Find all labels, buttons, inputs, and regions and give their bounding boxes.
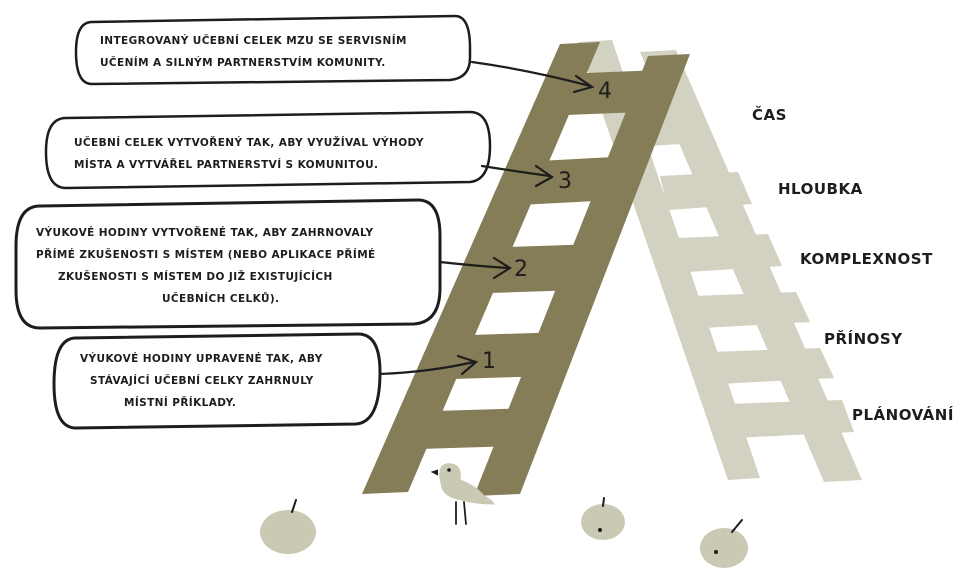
dimension-label-cas: ČAS	[752, 105, 787, 124]
bubble-level-2-line-1: VÝUKOVÉ HODINY VYTVOŘENÉ TAK, ABY ZAHRNO…	[36, 226, 373, 239]
apple-icon	[700, 520, 748, 568]
bubble-level-2-line-2: PŘÍMÉ ZKUŠENOSTI S MÍSTEM (NEBO APLIKACE…	[36, 248, 376, 261]
bubble-level-2-line-4: UČEBNÍCH CELKŮ).	[162, 292, 280, 305]
bubble-level-2-line-3: ZKUŠENOSTI S MÍSTEM DO JIŽ EXISTUJÍCÍCH	[58, 270, 333, 283]
bubble-level-3-line-1: UČEBNÍ CELEK VYTVOŘENÝ TAK, ABY VYUŽÍVAL…	[74, 136, 424, 149]
bubble-level-3: UČEBNÍ CELEK VYTVOŘENÝ TAK, ABY VYUŽÍVAL…	[46, 112, 490, 188]
bubble-level-1: VÝUKOVÉ HODINY UPRAVENÉ TAK, ABY STÁVAJÍ…	[54, 334, 380, 428]
bubble-outline	[76, 16, 470, 84]
apple-icon	[581, 498, 625, 540]
back-ladder-rung	[678, 234, 782, 272]
bubble-outline	[46, 112, 490, 188]
front-ladder-rung-2	[460, 244, 598, 294]
back-ladder-rung	[726, 400, 854, 438]
rung-number-3: 3	[558, 169, 572, 194]
rung-number-4: 4	[598, 79, 612, 104]
bubble-level-4-line-1: INTEGROVANÝ UČEBNÍ CELEK MZU SE SERVISNÍ…	[100, 34, 407, 47]
dimension-label-planovani: PLÁNOVÁNÍ	[852, 405, 954, 424]
bubble-level-4-line-2: UČENÍM A SILNÝM PARTNERSTVÍM KOMUNITY.	[100, 56, 386, 69]
dimension-label-prinosy: PŘÍNOSY	[824, 329, 903, 348]
apple-icon	[260, 500, 316, 554]
bubble-level-1-line-3: MÍSTNÍ PŘÍKLADY.	[124, 396, 236, 409]
bubble-level-1-line-1: VÝUKOVÉ HODINY UPRAVENÉ TAK, ABY	[80, 352, 323, 365]
bubble-level-3-line-2: MÍSTA A VYTVÁŘEL PARTNERSTVÍ S KOMUNITOU…	[74, 158, 378, 171]
bubble-level-2: VÝUKOVÉ HODINY VYTVOŘENÉ TAK, ABY ZAHRNO…	[16, 200, 440, 328]
dimension-label-komplexnost: KOMPLEXNOST	[800, 250, 933, 268]
back-ladder-rung	[694, 292, 810, 328]
front-ladder-rung-0	[386, 408, 534, 450]
back-ladder-rung	[710, 348, 834, 384]
bubble-level-4: INTEGROVANÝ UČEBNÍ CELEK MZU SE SERVISNÍ…	[76, 16, 470, 84]
back-ladder-rung	[660, 172, 752, 210]
rung-number-1: 1	[482, 349, 496, 374]
bubble-level-1-line-2: STÁVAJÍCÍ UČEBNÍ CELKY ZAHRNULY	[90, 374, 314, 387]
rung-number-2: 2	[514, 257, 528, 282]
dimension-label-hloubka: HLOUBKA	[778, 180, 863, 198]
bubble-outline	[16, 200, 440, 328]
